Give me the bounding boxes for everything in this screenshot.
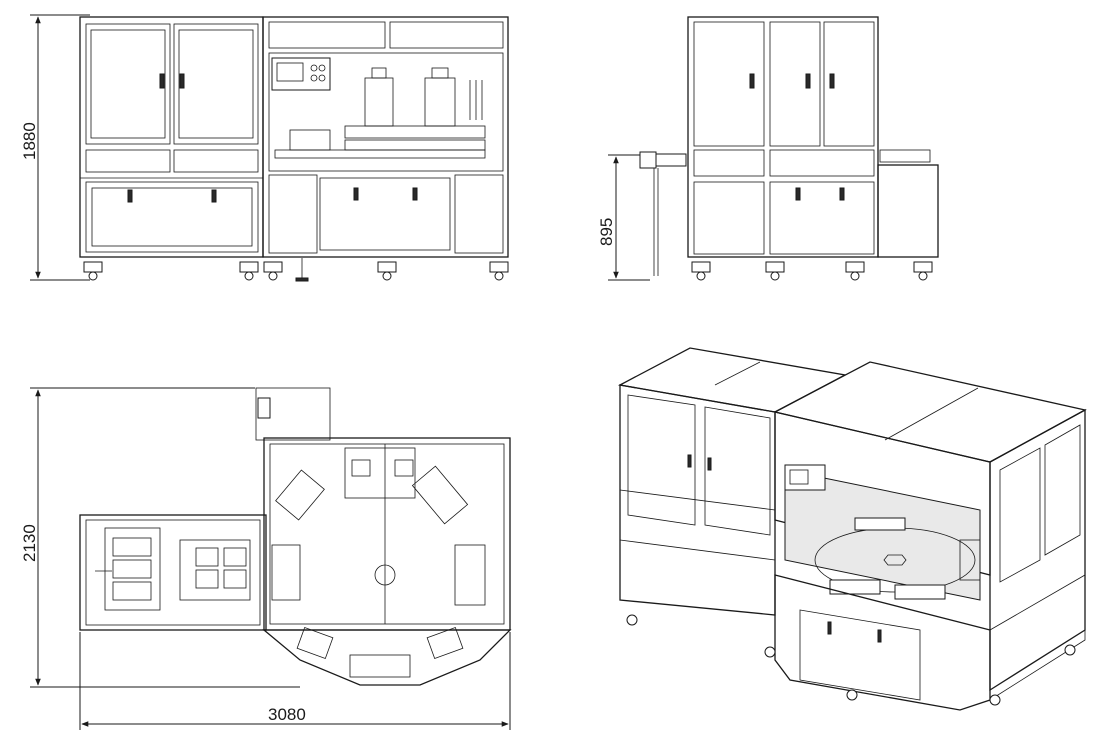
dimension-label-3080: 3080 [268, 705, 306, 724]
iso-casters [626, 614, 1076, 706]
dimension-label-895: 895 [597, 218, 616, 246]
front-casters [83, 258, 509, 282]
side-casters [691, 261, 933, 281]
front-view: 1880 [20, 14, 509, 282]
top-view: 2130 3080 [20, 387, 512, 730]
dimension-top-depth: 2130 [20, 387, 300, 688]
dimension-front-height: 1880 [20, 14, 90, 281]
isometric-view [618, 347, 1087, 711]
dimension-label-2130: 2130 [20, 524, 39, 562]
dimension-top-width: 3080 [79, 632, 511, 730]
side-view: 895 [597, 16, 939, 281]
dimension-side-height: 895 [597, 154, 650, 281]
dimension-label-1880: 1880 [20, 122, 39, 160]
